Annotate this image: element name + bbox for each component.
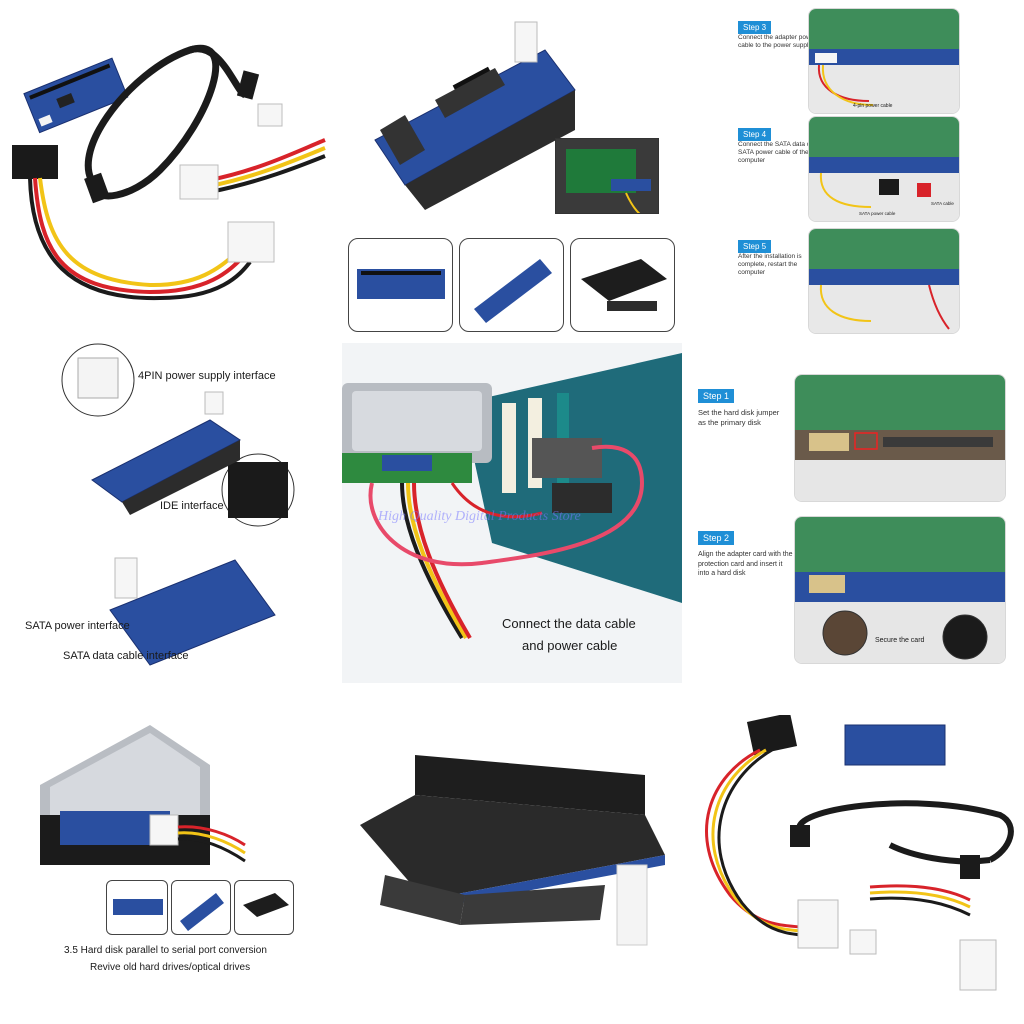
bottom-photo-full-kit xyxy=(690,715,1024,1015)
label-sata-power: SATA power interface xyxy=(25,620,130,632)
step-photo-caption: 4-pin power cable xyxy=(853,103,893,109)
step-text: After the installation is complete, rest… xyxy=(738,253,802,276)
bottom-caption-line1: 3.5 Hard disk parallel to serial port co… xyxy=(64,945,267,956)
label-4pin-power: 4PIN power supply interface xyxy=(138,370,276,382)
thumbnail-adapter-back xyxy=(459,238,564,332)
thumbnail-adapter-side xyxy=(570,238,675,332)
product-photo-adapter-closeup xyxy=(345,0,680,230)
step-photo xyxy=(794,374,1006,502)
step-badge: Step 5 xyxy=(738,240,772,253)
step-photo-caption-right: SATA cable xyxy=(931,201,954,206)
step-badge: Step 1 xyxy=(698,389,735,403)
step-photo xyxy=(808,228,960,334)
step-photo-caption: Secure the card xyxy=(875,637,925,644)
step-badge: Step 2 xyxy=(698,531,735,545)
center-photo-motherboard: High Quality Digital Products Store Conn… xyxy=(342,343,682,683)
step-photo: SATA power cable SATA cable xyxy=(808,116,960,222)
step-text: Connect the adapter power cable to the p… xyxy=(738,34,816,49)
thumbnail-adapter-front xyxy=(106,880,168,935)
center-caption-line1: Connect the data cable xyxy=(502,616,636,631)
steps-panel-middle: Step 1 Set the hard disk jumper as the p… xyxy=(690,360,1024,680)
product-photo-cables-kit xyxy=(0,0,335,335)
thumbnail-adapter-side xyxy=(234,880,294,935)
step-text: Align the adapter card with the protecti… xyxy=(698,551,793,577)
bottom-photo-hdd-adapter: 3.5 Hard disk parallel to serial port co… xyxy=(0,715,335,1015)
label-sata-data: SATA data cable interface xyxy=(63,650,189,662)
center-caption-line2: and power cable xyxy=(522,638,618,653)
step-photo-caption-left: SATA power cable xyxy=(859,211,896,216)
bottom-photo-adapter-side xyxy=(345,715,680,1015)
step-text: Set the hard disk jumper as the primary … xyxy=(698,408,780,427)
label-ide: IDE interface xyxy=(160,500,224,512)
step-badge: Step 3 xyxy=(738,21,772,34)
step-badge: Step 4 xyxy=(738,128,772,141)
step-photo: Secure the card xyxy=(794,516,1006,664)
bottom-caption-line2: Revive old hard drives/optical drives xyxy=(90,962,251,973)
watermark-text: High Quality Digital Products Store xyxy=(378,509,581,524)
thumbnail-adapter-front xyxy=(348,238,453,332)
step-photo: 4-pin power cable xyxy=(808,8,960,114)
thumbnail-adapter-back xyxy=(171,880,231,935)
interface-diagram: 4PIN power supply interface IDE interfac… xyxy=(0,340,335,685)
steps-panel-top: Step 3 Connect the adapter power cable t… xyxy=(690,0,1024,335)
inset-photo-installed xyxy=(555,138,659,214)
